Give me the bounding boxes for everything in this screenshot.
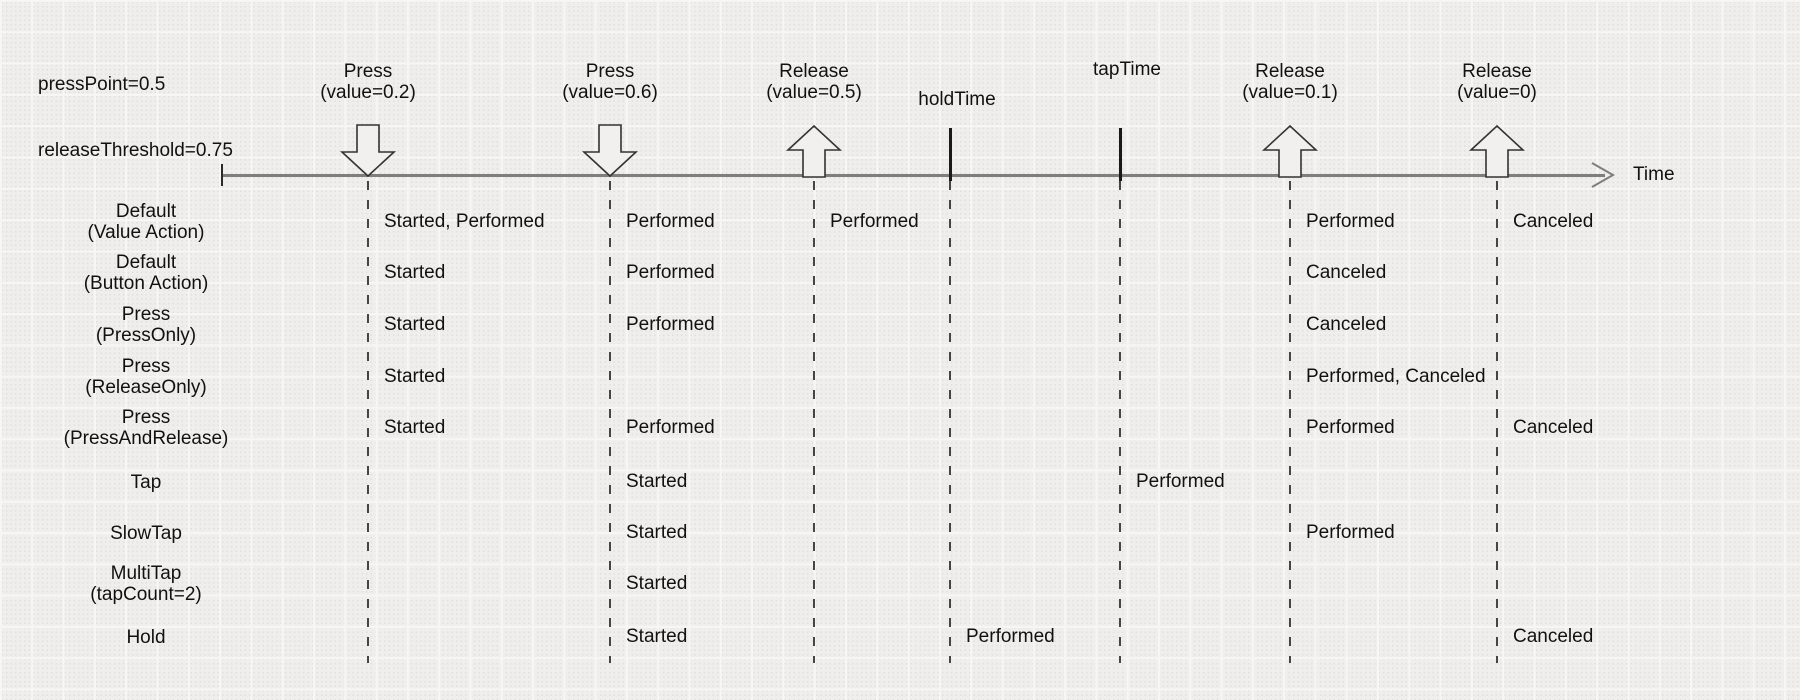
row-label-press: Press (ReleaseOnly): [85, 356, 207, 398]
event-cell: Performed: [966, 626, 1055, 647]
event-cell: Started: [626, 573, 688, 594]
column-dashed-line-press1: [367, 181, 369, 663]
row-label-multitap: MultiTap (tapCount=2): [90, 563, 202, 605]
event-cell: Started: [384, 314, 446, 335]
event-cell: Performed: [830, 211, 919, 232]
config-releasethreshold: releaseThreshold=0.75: [38, 140, 233, 161]
column-header-holdTime: holdTime: [918, 89, 996, 110]
event-cell: Canceled: [1513, 626, 1594, 647]
event-cell: Started: [626, 471, 688, 492]
event-cell: Performed: [626, 314, 715, 335]
row-label-default: Default (Button Action): [83, 252, 209, 294]
event-cell: Performed: [1136, 471, 1225, 492]
time-axis-line: [222, 173, 1605, 177]
column-dashed-line-release05: [813, 181, 815, 663]
event-cell: Canceled: [1306, 262, 1387, 283]
press-down-arrow-icon-press2: [581, 124, 639, 178]
column-dashed-line-tapTime: [1119, 181, 1121, 663]
event-cell: Performed: [1306, 522, 1395, 543]
column-dashed-line-release0: [1496, 181, 1498, 663]
column-header-release05: Release (value=0.5): [766, 61, 862, 103]
column-dashed-line-press2: [609, 181, 611, 663]
column-header-press1: Press (value=0.2): [320, 61, 416, 103]
row-label-hold: Hold: [126, 626, 166, 648]
time-axis-label: Time: [1633, 164, 1675, 185]
press-down-arrow-icon-press1: [339, 124, 397, 178]
holdTime-tick-marker: [949, 128, 952, 181]
config-presspoint: pressPoint=0.5: [38, 74, 166, 95]
column-dashed-line-holdTime: [949, 181, 951, 663]
release-up-arrow-icon-release05: [785, 124, 843, 178]
time-axis-start-tick: [221, 164, 223, 186]
release-up-arrow-icon-release0: [1468, 124, 1526, 178]
column-header-release0: Release (value=0): [1457, 61, 1537, 103]
config-note: pressPoint=0.5 releaseThreshold=0.75: [38, 30, 233, 206]
event-cell: Performed: [626, 262, 715, 283]
event-cell: Started: [626, 522, 688, 543]
column-header-tapTime: tapTime: [1093, 59, 1161, 80]
column-dashed-line-release01: [1289, 181, 1291, 663]
event-cell: Performed: [1306, 211, 1395, 232]
tapTime-tick-marker: [1119, 128, 1122, 181]
event-cell: Canceled: [1513, 211, 1594, 232]
column-header-release01: Release (value=0.1): [1242, 61, 1338, 103]
event-cell: Started: [626, 626, 688, 647]
row-label-press: Press (PressOnly): [95, 304, 197, 346]
column-header-press2: Press (value=0.6): [562, 61, 658, 103]
row-label-slowtap: SlowTap: [110, 522, 182, 544]
event-cell: Canceled: [1306, 314, 1387, 335]
row-label-press: Press (PressAndRelease): [63, 407, 229, 449]
event-cell: Performed: [626, 211, 715, 232]
event-cell: Performed, Canceled: [1306, 366, 1486, 387]
release-up-arrow-icon-release01: [1261, 124, 1319, 178]
event-cell: Canceled: [1513, 417, 1594, 438]
event-cell: Started, Performed: [384, 211, 545, 232]
event-cell: Started: [384, 366, 446, 387]
event-cell: Started: [384, 417, 446, 438]
row-label-default: Default (Value Action): [87, 201, 205, 243]
event-cell: Performed: [1306, 417, 1395, 438]
event-cell: Started: [384, 262, 446, 283]
event-cell: Performed: [626, 417, 715, 438]
row-label-tap: Tap: [130, 471, 162, 493]
